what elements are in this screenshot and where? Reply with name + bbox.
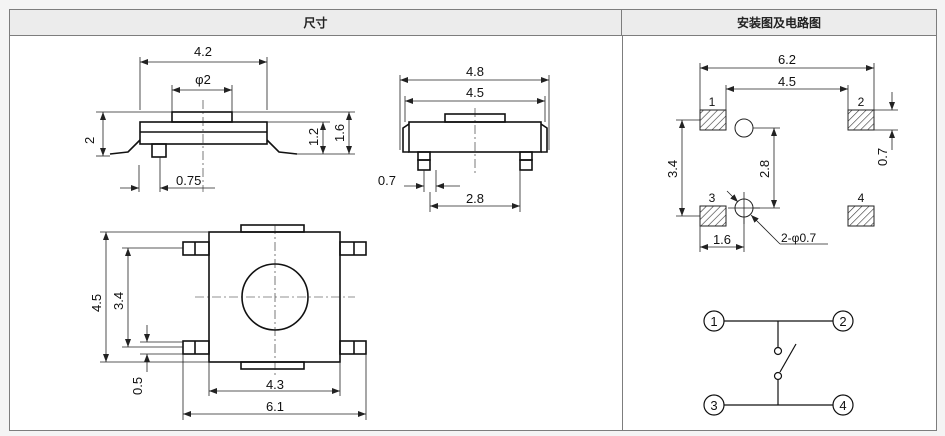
pin-4-label: 4 bbox=[858, 191, 865, 205]
side-width-label: 4.2 bbox=[194, 44, 212, 59]
front-clip-right bbox=[540, 123, 548, 153]
front-clip-left bbox=[402, 123, 410, 153]
pad-4 bbox=[847, 205, 875, 227]
pcb-footprint: 1 2 3 4 6.2 4.5 3.4 2.8 0.7 bbox=[665, 52, 898, 252]
front-span-label: 2.8 bbox=[466, 191, 484, 206]
terminal-2 bbox=[832, 310, 854, 332]
side-view: 4.2 φ2 2 1.2 1.6 0.75 bbox=[82, 44, 355, 192]
front-inner-label: 4.5 bbox=[466, 85, 484, 100]
body-height-label: 1.2 bbox=[306, 128, 321, 146]
top-lead-1 bbox=[182, 241, 210, 256]
terminal-1-label: 1 bbox=[710, 314, 717, 329]
top-tab-top bbox=[240, 224, 305, 233]
terminal-3 bbox=[703, 394, 725, 416]
switch-contact-top bbox=[773, 346, 783, 356]
top-lead-3 bbox=[182, 340, 210, 355]
fp-overall-label: 6.2 bbox=[778, 52, 796, 67]
front-lead-right-top bbox=[519, 151, 533, 161]
front-outer-label: 4.8 bbox=[466, 64, 484, 79]
side-lead-left bbox=[109, 139, 141, 155]
side-foot bbox=[151, 143, 167, 158]
pad-2 bbox=[847, 109, 875, 131]
dimensions-header: 尺寸 bbox=[10, 10, 622, 36]
front-view: 4.8 4.5 0.7 2.8 bbox=[378, 64, 550, 212]
terminal-4 bbox=[832, 394, 854, 416]
terminal-2-label: 2 bbox=[839, 314, 846, 329]
hole-1 bbox=[734, 118, 754, 138]
top-overall-label: 6.1 bbox=[266, 399, 284, 414]
pin-1-label: 1 bbox=[709, 95, 716, 109]
installation-header: 安装图及电路图 bbox=[622, 10, 936, 36]
button-dia-label: φ2 bbox=[195, 72, 211, 87]
circuit-diagram: 1 2 3 4 bbox=[703, 310, 854, 416]
side-height-label: 2 bbox=[82, 137, 97, 144]
top-tab-bottom bbox=[240, 361, 305, 370]
fp-pad-h-label: 0.7 bbox=[875, 148, 890, 166]
pad-1 bbox=[699, 109, 727, 131]
pin-2-label: 2 bbox=[858, 95, 865, 109]
front-lead-width-label: 0.7 bbox=[378, 173, 396, 188]
top-lead-4 bbox=[339, 340, 367, 355]
side-button bbox=[171, 111, 233, 123]
pad-3 bbox=[699, 205, 727, 227]
top-view: 4.5 3.4 0.5 4.3 6.1 bbox=[89, 224, 367, 420]
top-lead-2 bbox=[339, 241, 367, 256]
switch-contact-bottom bbox=[773, 371, 783, 381]
terminal-3-label: 3 bbox=[710, 398, 717, 413]
side-lead-right bbox=[266, 139, 298, 155]
terminal-1 bbox=[703, 310, 725, 332]
side-body bbox=[139, 121, 268, 145]
pkg-height-label: 1.6 bbox=[332, 124, 347, 142]
top-body-width-label: 4.3 bbox=[266, 377, 284, 392]
switch-lever bbox=[779, 343, 797, 373]
pin-3-label: 3 bbox=[709, 191, 716, 205]
lead-pitch-label: 0.75 bbox=[176, 173, 201, 188]
terminal-4-label: 4 bbox=[839, 398, 846, 413]
top-pitch-label: 3.4 bbox=[111, 292, 126, 310]
top-body-label: 4.5 bbox=[89, 294, 104, 312]
fp-vert-label: 3.4 bbox=[665, 160, 680, 178]
top-lead-width-label: 0.5 bbox=[130, 377, 145, 395]
fp-hole-label: 2-φ0.7 bbox=[781, 231, 816, 245]
panel-divider bbox=[622, 36, 623, 430]
fp-hole-pitch-label: 2.8 bbox=[757, 160, 772, 178]
front-lead-left-top bbox=[417, 151, 431, 161]
fp-pad-w-label: 1.6 bbox=[713, 232, 731, 247]
fp-pitch-label: 4.5 bbox=[778, 74, 796, 89]
